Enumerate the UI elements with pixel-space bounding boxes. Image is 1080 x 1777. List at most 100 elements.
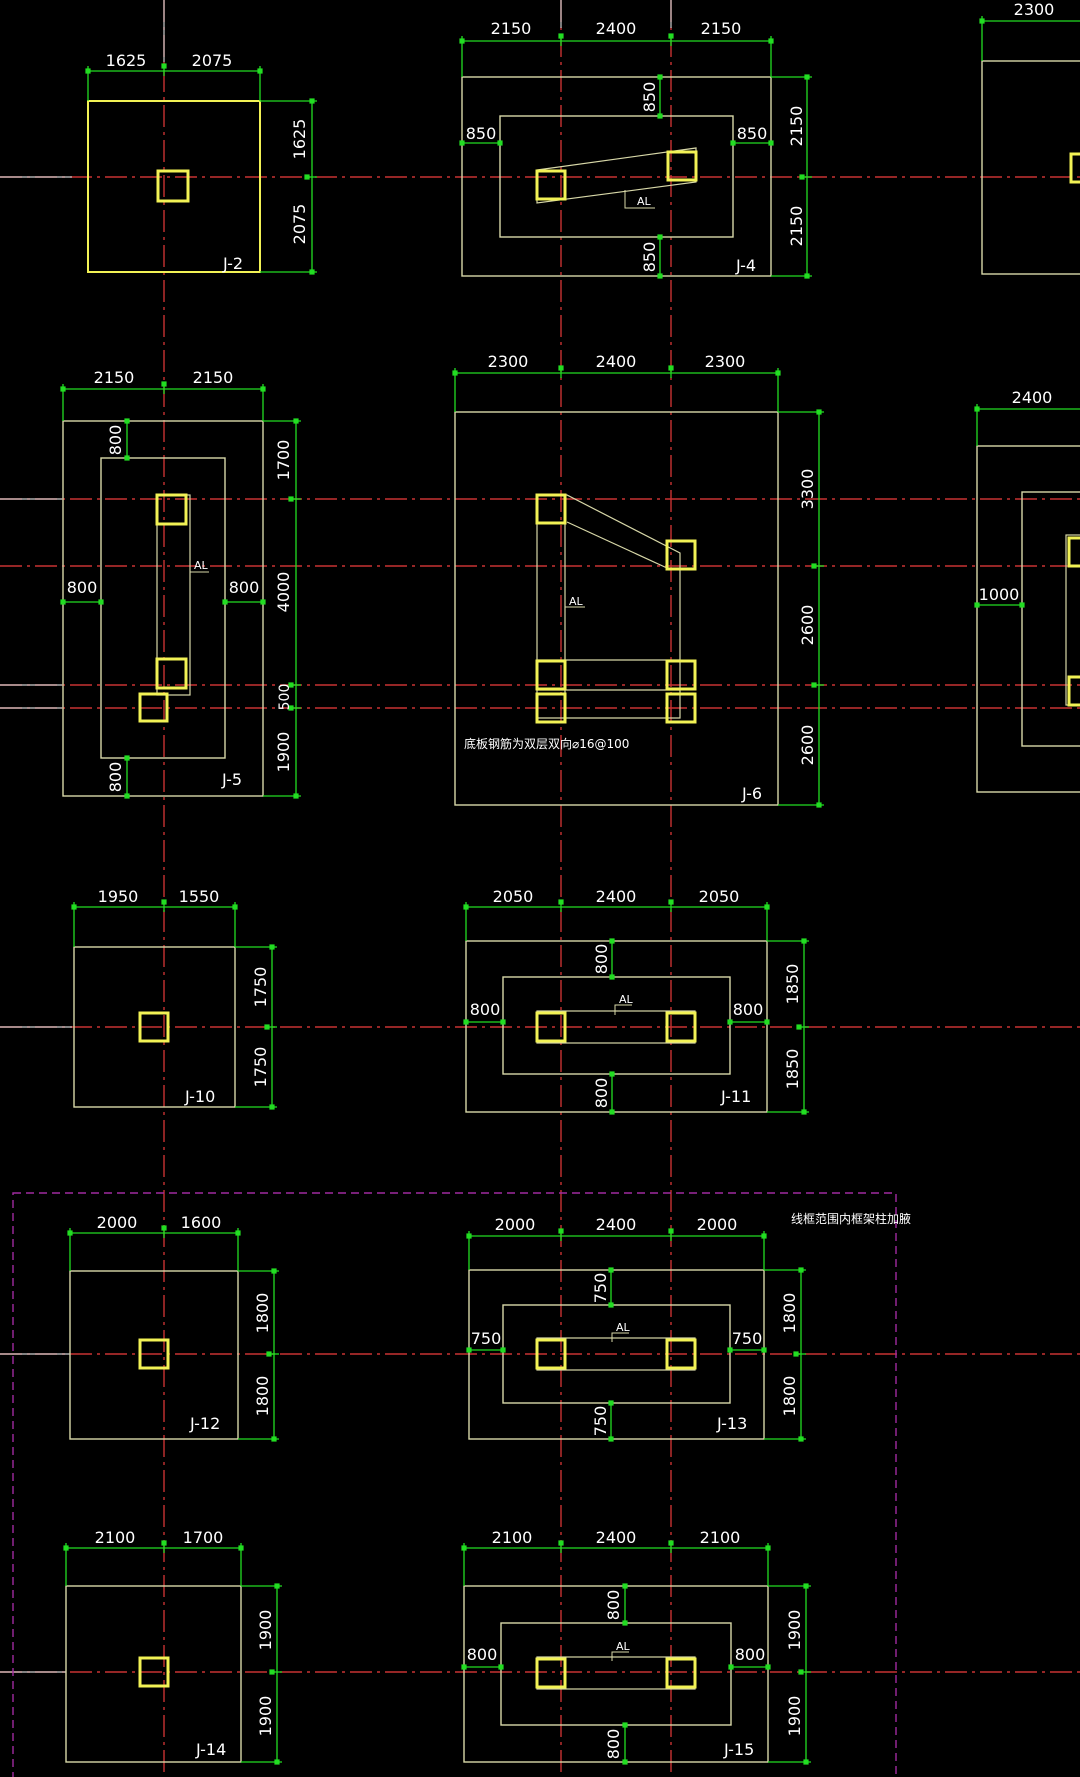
column <box>535 692 567 724</box>
dim-h: 500 <box>277 684 293 711</box>
zone-note: 线框范围内框架柱加腋 <box>791 1211 911 1226</box>
dim-offset: 800 <box>229 578 260 597</box>
footing-partial-mid-right: 2400 1000 <box>974 388 1080 793</box>
column <box>138 1011 170 1043</box>
dim-w: 1600 <box>181 1213 222 1232</box>
column <box>665 692 697 724</box>
tie-beam-label: AL <box>637 195 652 208</box>
tie-beam-label: AL <box>569 595 584 608</box>
column <box>138 1656 170 1688</box>
tie-beam-label: AL <box>619 993 634 1006</box>
column <box>665 1657 697 1689</box>
dim-w: 2000 <box>97 1213 138 1232</box>
dim-w: 2300 <box>1014 0 1055 19</box>
tie-beam-label: AL <box>616 1640 631 1653</box>
column <box>155 657 188 690</box>
dim-h: 1800 <box>253 1293 272 1334</box>
axis-stubs <box>0 0 672 1673</box>
dim-w: 2400 <box>596 1528 637 1547</box>
dim-offset: 1000 <box>979 585 1020 604</box>
column <box>665 659 697 691</box>
footing-label: J-2 <box>222 254 243 273</box>
footing-label: J-5 <box>221 770 242 789</box>
footing-J-2: J-2 1625 2075 1625 2075 <box>85 51 317 275</box>
footing-J-5: AL J-5 2150 2150 1700 4000 500 1900 800 … <box>60 368 301 799</box>
dim-h: 3300 <box>798 469 817 510</box>
footing-J-6: AL 底板钢筋为双层双向⌀16@100 J-6 2300 2400 2300 3… <box>452 352 824 808</box>
column <box>535 169 567 201</box>
dim-h: 1850 <box>783 1049 802 1090</box>
dim-w: 2150 <box>94 368 135 387</box>
column <box>1067 675 1080 707</box>
dim-h: 1800 <box>780 1293 799 1334</box>
dim-w: 2400 <box>596 1215 637 1234</box>
column <box>665 539 697 571</box>
dim-offset: 800 <box>735 1645 766 1664</box>
dim-h: 1900 <box>785 1696 804 1737</box>
dim-w: 2400 <box>1012 388 1053 407</box>
tie-beam-label: AL <box>616 1321 631 1334</box>
column <box>138 1338 170 1370</box>
column <box>665 1011 697 1043</box>
dim-w: 2400 <box>596 19 637 38</box>
footing-J-15: AL J-15 2100 2400 2100 1900 1900 800 800… <box>461 1528 811 1765</box>
dim-w: 2000 <box>495 1215 536 1234</box>
footing-label: J-13 <box>716 1414 747 1433</box>
column <box>666 150 698 182</box>
footing-J-10: J-10 1950 1550 1750 1750 <box>71 887 277 1110</box>
dim-offset: 800 <box>467 1645 498 1664</box>
dim-offset: 750 <box>471 1329 502 1348</box>
dim-offset: 800 <box>470 1000 501 1019</box>
dim-offset: 800 <box>604 1729 623 1760</box>
column <box>1067 536 1080 568</box>
footing-label: J-4 <box>735 256 756 275</box>
dim-w: 1950 <box>98 887 139 906</box>
dim-h: 1750 <box>251 1047 270 1088</box>
dim-offset: 850 <box>640 82 659 113</box>
dim-offset: 850 <box>466 124 497 143</box>
dim-w: 2300 <box>488 352 529 371</box>
footing-label: J-14 <box>195 1740 226 1759</box>
dim-offset: 750 <box>591 1406 610 1437</box>
footing-label: J-15 <box>723 1740 754 1759</box>
footing-partial-top-right: 2300 <box>979 0 1080 275</box>
dim-h: 1800 <box>780 1376 799 1417</box>
dim-w: 2000 <box>697 1215 738 1234</box>
dim-h: 4000 <box>274 572 293 613</box>
dim-w: 2075 <box>192 51 233 70</box>
dim-offset: 850 <box>640 242 659 273</box>
dim-offset: 800 <box>733 1000 764 1019</box>
column <box>535 659 567 691</box>
dim-h: 1750 <box>251 967 270 1008</box>
footing-J-11: AL J-11 2050 2400 2050 1850 1850 800 800… <box>463 887 809 1115</box>
dim-h: 2075 <box>290 204 309 245</box>
dim-offset: 800 <box>106 425 125 456</box>
dim-h: 2600 <box>798 725 817 766</box>
dim-offset: 750 <box>732 1329 763 1348</box>
column <box>535 1011 567 1043</box>
footing-J-13: AL J-13 2000 2400 2000 1800 1800 750 750… <box>466 1215 806 1442</box>
column <box>665 1338 697 1370</box>
dim-w: 2400 <box>596 887 637 906</box>
strengthened-column-zone <box>12 1192 897 1777</box>
column <box>138 692 169 723</box>
dim-h: 2600 <box>798 605 817 646</box>
footing-label: J-11 <box>720 1087 751 1106</box>
dim-w: 2400 <box>596 352 637 371</box>
dim-w: 1625 <box>106 51 147 70</box>
rebar-note: 底板钢筋为双层双向⌀16@100 <box>464 736 629 751</box>
dim-offset: 800 <box>592 944 611 975</box>
dim-offset: 800 <box>67 578 98 597</box>
dim-w: 2050 <box>493 887 534 906</box>
dim-offset: 850 <box>737 124 768 143</box>
dim-h: 1850 <box>783 964 802 1005</box>
footing-label: J-6 <box>741 784 762 803</box>
dim-offset: 800 <box>604 1590 623 1621</box>
footing-J-4: AL J-4 2150 2400 2150 2150 2150 850 850 … <box>459 19 812 279</box>
dim-h: 1625 <box>290 119 309 160</box>
dim-h: 1900 <box>274 732 293 773</box>
dim-offset: 750 <box>591 1273 610 1304</box>
column <box>156 169 190 203</box>
column <box>535 1338 567 1370</box>
